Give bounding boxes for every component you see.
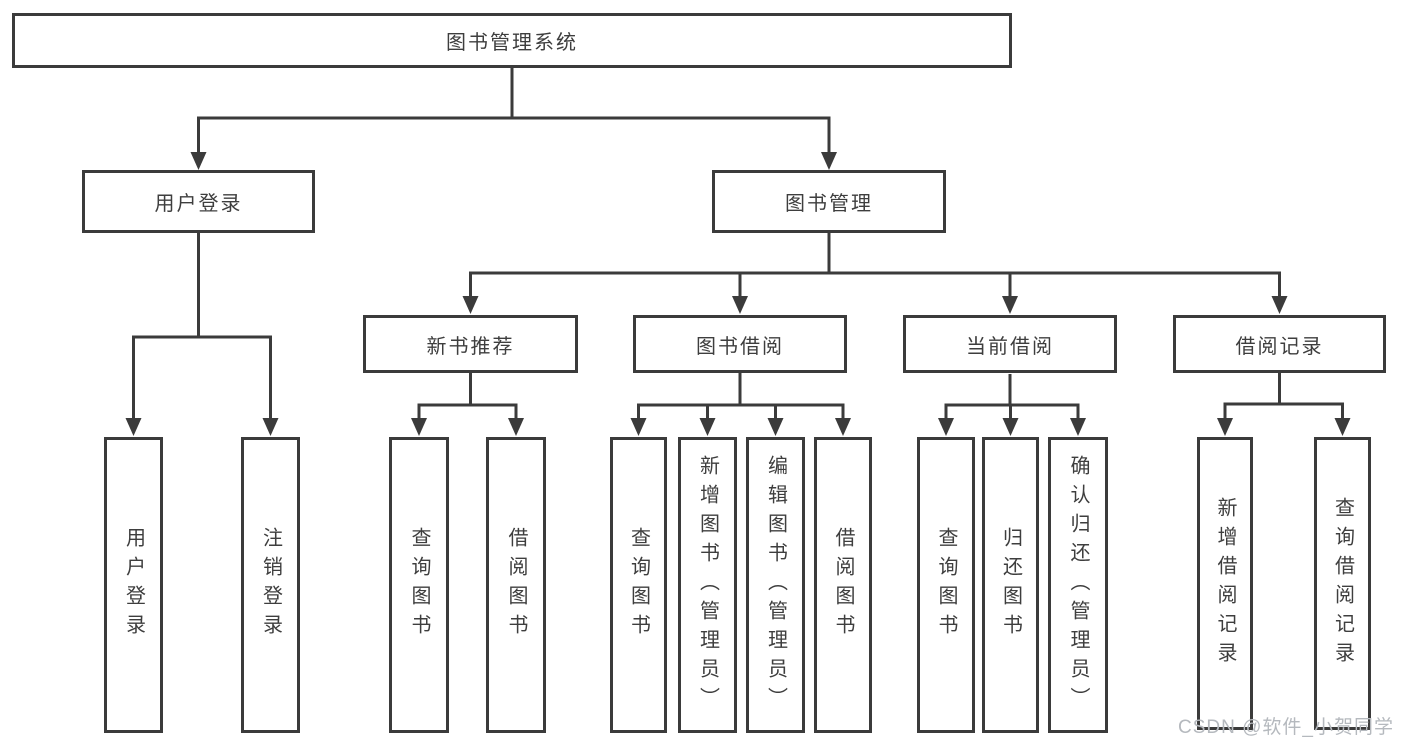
connector-level2-rail: [197, 116, 831, 154]
node-new-book-recommend: 新书推荐: [363, 315, 578, 373]
arrowheads: [125, 152, 1351, 436]
connector-user-login-rail: [132, 335, 272, 420]
leaf-query-book-borrow-label: 查询图书: [627, 527, 650, 643]
node-borrow-record-label: 借阅记录: [1235, 335, 1324, 358]
leaf-return-book: 归还图书: [982, 437, 1039, 733]
leaf-return-book-label: 归还图书: [999, 527, 1022, 643]
leaf-confirm-return-admin: 确认归还（管理员）: [1048, 437, 1108, 733]
node-user-login: 用户登录: [82, 170, 315, 233]
leaf-borrow-book-label: 借阅图书: [832, 527, 854, 643]
leaf-borrow-book-recommend-label: 借阅图书: [505, 527, 527, 643]
leaf-query-borrow-record: 查询借阅记录: [1314, 437, 1371, 730]
node-library-system: 图书管理系统: [12, 13, 1012, 68]
node-book-borrow-label: 图书借阅: [696, 335, 784, 358]
node-library-system-label: 图书管理系统: [446, 32, 578, 54]
leaf-query-book-recommend-label: 查询图书: [408, 527, 430, 643]
leaf-add-book-admin-label: 新增图书（管理员）: [696, 454, 719, 716]
node-user-login-label: 用户登录: [154, 193, 243, 215]
node-current-borrow-label: 当前借阅: [966, 335, 1054, 358]
leaf-user-login-label: 用户登录: [122, 527, 145, 643]
leaf-edit-book-admin-label: 编辑图书（管理员）: [764, 454, 787, 716]
leaf-edit-book-admin: 编辑图书（管理员）: [746, 437, 805, 733]
connector-record-rail: [1223, 402, 1344, 420]
leaf-borrow-book-recommend: 借阅图书: [486, 437, 546, 733]
leaf-query-book-current: 查询图书: [917, 437, 975, 733]
leaf-add-book-admin: 新增图书（管理员）: [678, 437, 737, 733]
leaf-query-book-recommend: 查询图书: [389, 437, 449, 733]
node-current-borrow: 当前借阅: [903, 315, 1117, 373]
leaf-user-login: 用户登录: [104, 437, 163, 733]
connector-level3-rail: [469, 271, 1281, 298]
leaf-add-borrow-record: 新增借阅记录: [1197, 437, 1253, 730]
connector-borrow-rail: [637, 403, 845, 420]
node-book-management: 图书管理: [712, 170, 946, 233]
connector-recommend-rail: [417, 403, 518, 420]
leaf-logout-label: 注销登录: [259, 527, 282, 643]
leaf-confirm-return-admin-label: 确认归还（管理员）: [1067, 454, 1089, 716]
leaf-add-borrow-record-label: 新增借阅记录: [1214, 496, 1236, 671]
leaf-query-borrow-record-label: 查询借阅记录: [1331, 496, 1354, 671]
node-book-management-label: 图书管理: [785, 193, 873, 215]
leaf-logout: 注销登录: [241, 437, 300, 733]
node-book-borrow: 图书借阅: [633, 315, 847, 373]
node-borrow-record: 借阅记录: [1173, 315, 1386, 373]
leaf-query-book-current-label: 查询图书: [935, 527, 957, 643]
watermark: CSDN @软件_小贺同学: [1178, 717, 1394, 738]
leaf-borrow-book: 借阅图书: [814, 437, 872, 733]
node-new-book-recommend-label: 新书推荐: [426, 335, 515, 358]
leaf-query-book-borrow: 查询图书: [610, 437, 667, 733]
